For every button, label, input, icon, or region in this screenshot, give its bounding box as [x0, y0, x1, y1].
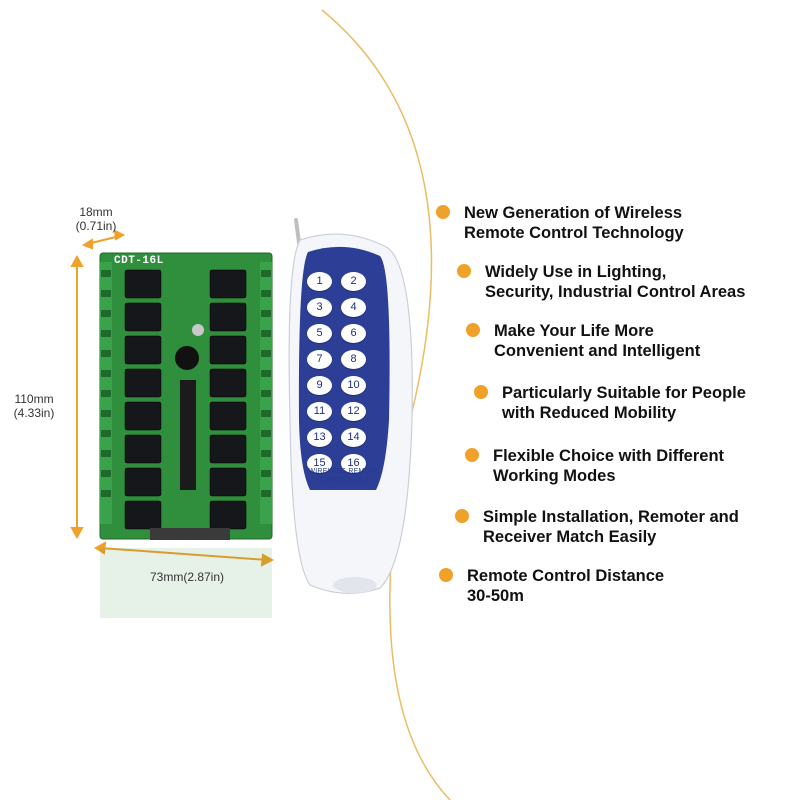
- remote-key-14[interactable]: 14: [341, 428, 366, 447]
- remote-brand-line2: CONTROLLER: [319, 477, 369, 484]
- remote-brand-label: WIRELESS REMOTE CONTROLLER: [303, 467, 385, 485]
- feature-text: New Generation of Wireless Remote Contro…: [464, 204, 684, 242]
- feature-item: Flexible Choice with Different Working M…: [465, 446, 724, 486]
- board-model-label: CDT-16L: [114, 255, 164, 267]
- remote-key-5[interactable]: 5: [307, 324, 332, 343]
- feature-item: Remote Control Distance 30-50m: [439, 566, 664, 606]
- remote-key-8[interactable]: 8: [341, 350, 366, 369]
- remote-key-3[interactable]: 3: [307, 298, 332, 317]
- bullet-dot-icon: [436, 205, 450, 219]
- dimension-width: 73mm(2.87in): [149, 570, 225, 584]
- feature-item: New Generation of Wireless Remote Contro…: [436, 203, 684, 243]
- feature-text: Simple Installation, Remoter and Receive…: [483, 508, 739, 546]
- bullet-dot-icon: [465, 448, 479, 462]
- bullet-dot-icon: [457, 264, 471, 278]
- board-reflection: [100, 548, 272, 618]
- dimension-thickness: 18mm (0.71in): [66, 205, 126, 233]
- feature-item: Make Your Life More Convenient and Intel…: [466, 321, 700, 361]
- dimension-lines: [70, 229, 275, 567]
- remote-key-16[interactable]: 16: [341, 454, 366, 473]
- feature-text: Flexible Choice with Different Working M…: [493, 447, 725, 485]
- dimension-height-in: (4.33in): [13, 406, 55, 420]
- dimension-height-mm: 110mm: [14, 392, 54, 406]
- feature-item: Particularly Suitable for People with Re…: [474, 383, 746, 423]
- receiver-board: [99, 252, 273, 540]
- remote-key-15[interactable]: 15: [307, 454, 332, 473]
- remote-key-13[interactable]: 13: [307, 428, 332, 447]
- remote-key-11[interactable]: 11: [307, 402, 332, 421]
- feature-text: Particularly Suitable for People with Re…: [502, 384, 746, 422]
- remote-key-7[interactable]: 7: [307, 350, 332, 369]
- feature-text: Make Your Life More Convenient and Intel…: [494, 322, 701, 360]
- remote-key-12[interactable]: 12: [341, 402, 366, 421]
- remote-key-4[interactable]: 4: [341, 298, 366, 317]
- remote-brand-line1: WIRELESS REMOTE: [308, 468, 380, 475]
- remote-key-10[interactable]: 10: [341, 376, 366, 395]
- dimension-thickness-mm: 18mm: [79, 205, 113, 219]
- feature-item: Simple Installation, Remoter and Receive…: [455, 507, 739, 547]
- dimension-thickness-in: (0.71in): [75, 219, 117, 233]
- remote-key-6[interactable]: 6: [341, 324, 366, 343]
- feature-text: Widely Use in Lighting, Security, Indust…: [485, 263, 746, 301]
- remote-key-9[interactable]: 9: [307, 376, 332, 395]
- remote-key-2[interactable]: 2: [341, 272, 366, 291]
- bullet-dot-icon: [466, 323, 480, 337]
- bullet-dot-icon: [439, 568, 453, 582]
- bullet-dot-icon: [474, 385, 488, 399]
- feature-text: Remote Control Distance 30-50m: [467, 567, 665, 605]
- remote-key-1[interactable]: 1: [307, 272, 332, 291]
- feature-item: Widely Use in Lighting, Security, Indust…: [457, 262, 745, 302]
- bullet-dot-icon: [455, 509, 469, 523]
- dimension-height: 110mm (4.33in): [6, 392, 62, 420]
